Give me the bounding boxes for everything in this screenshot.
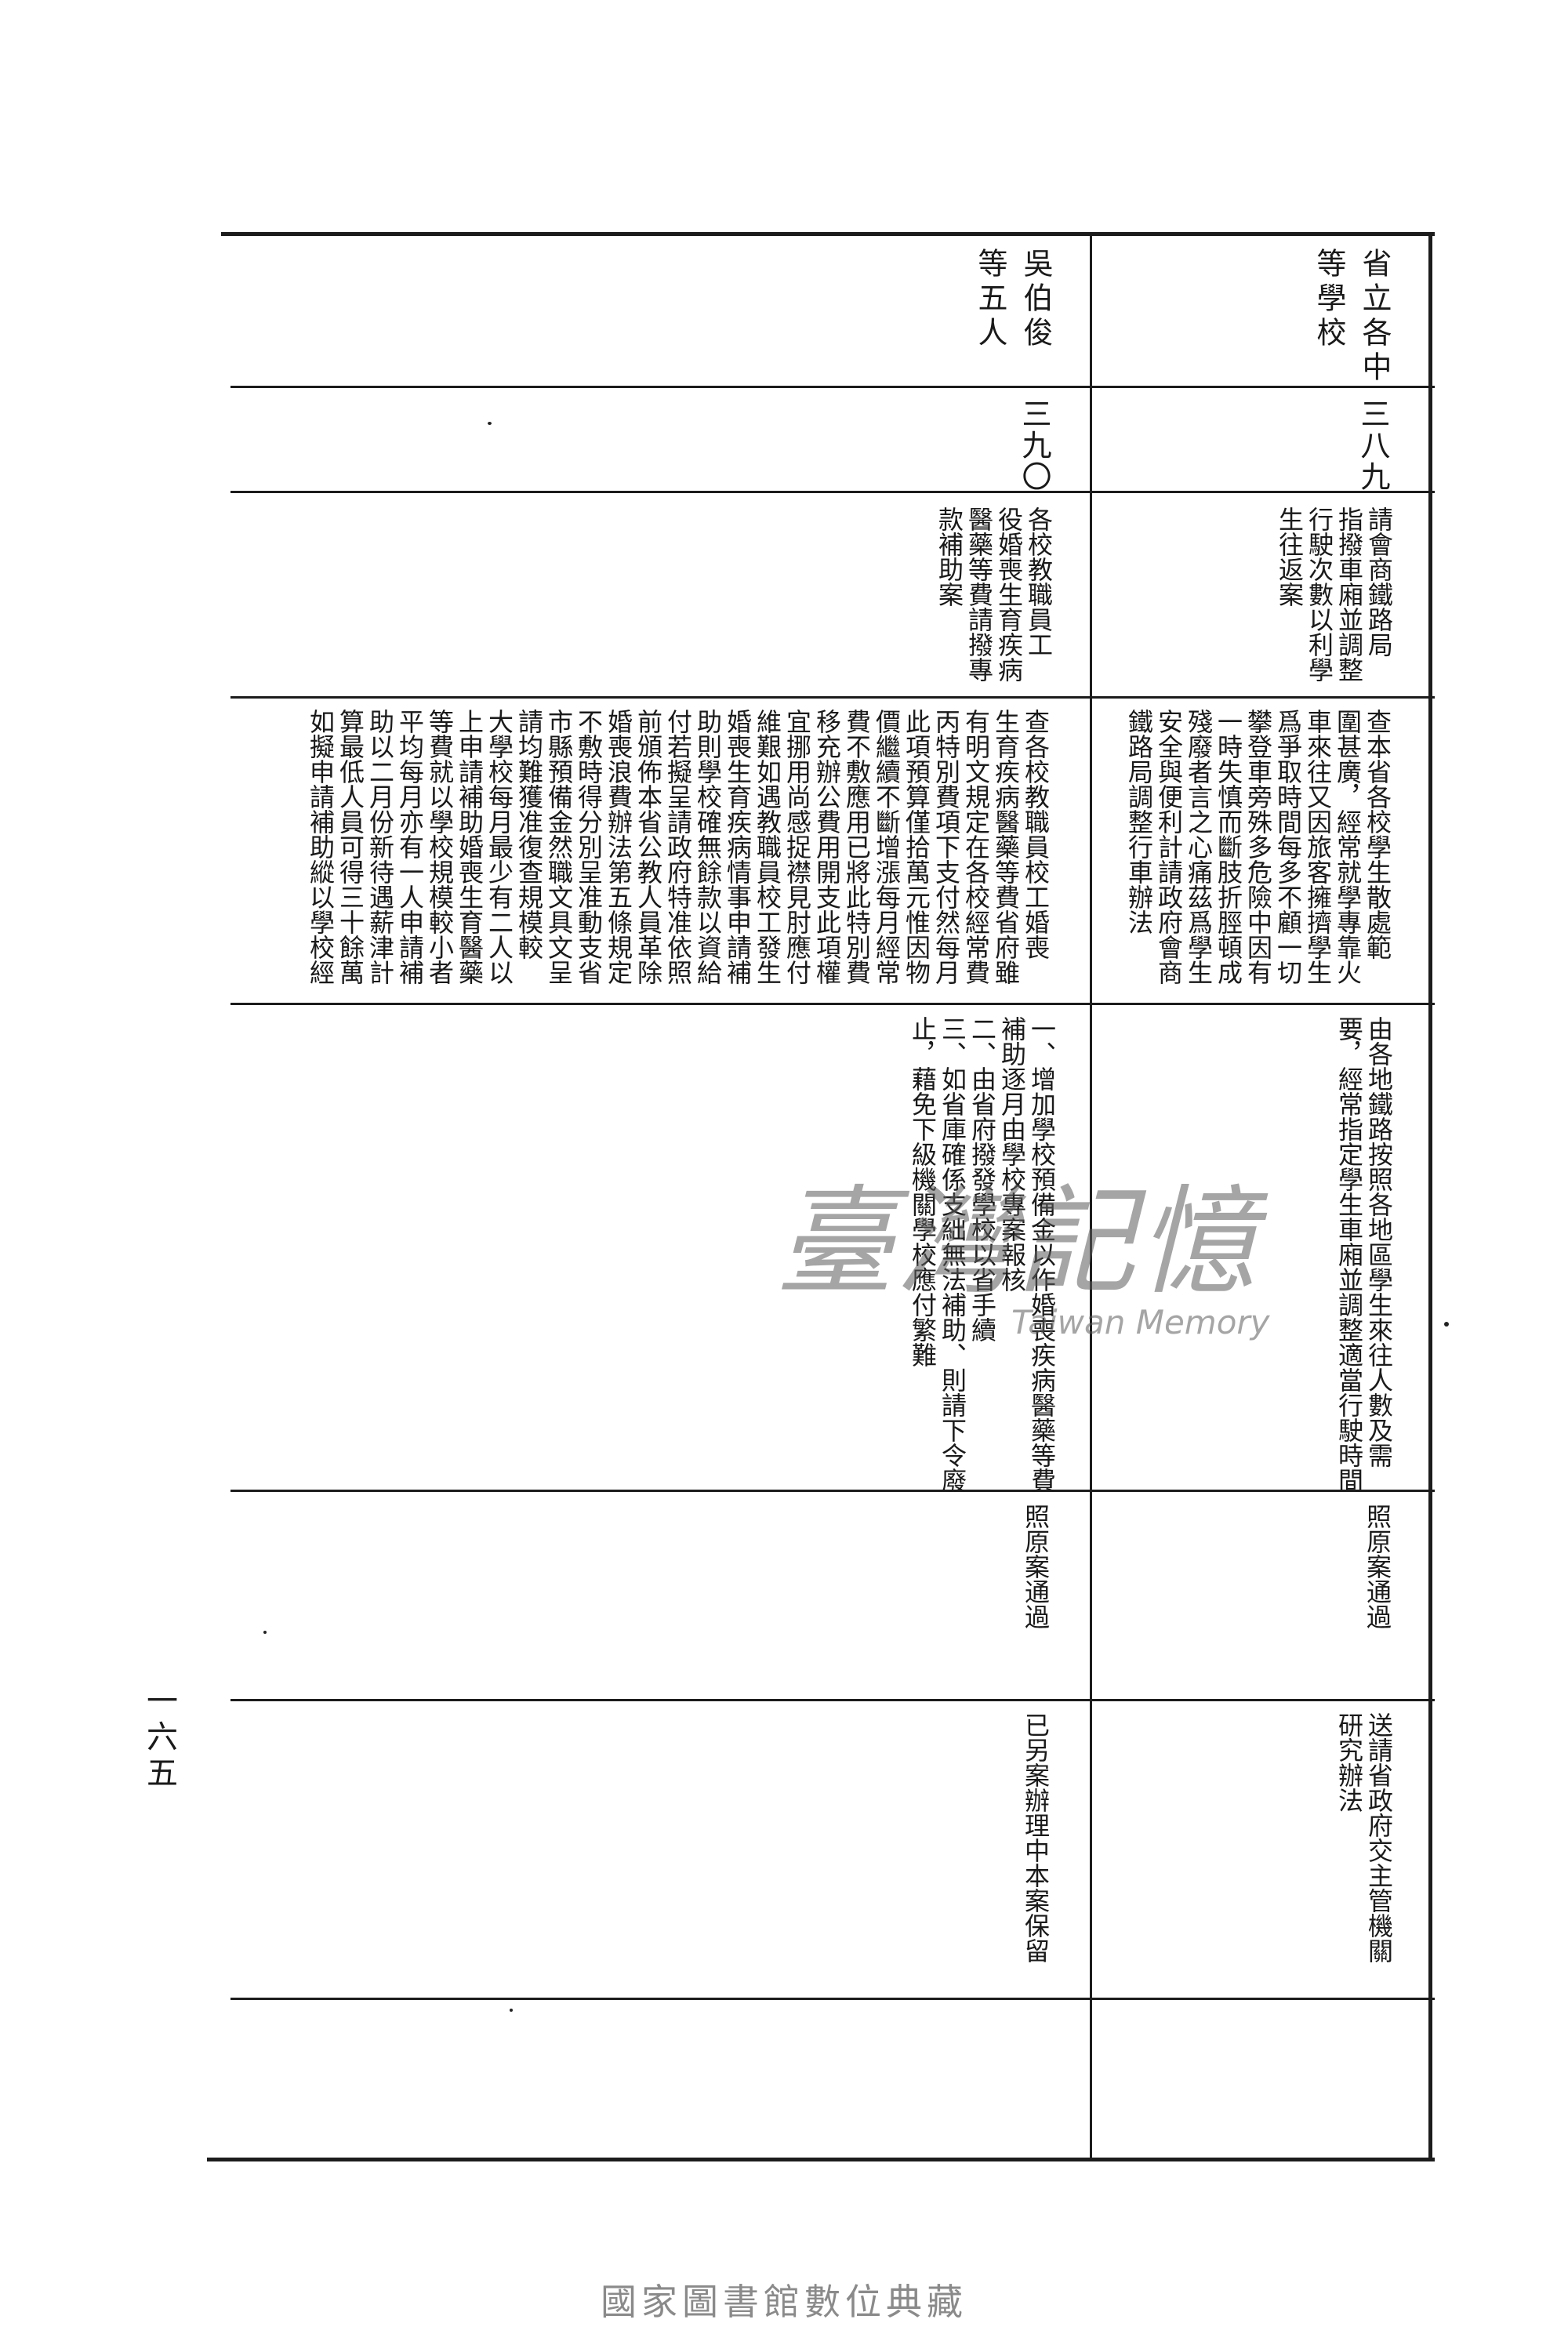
record-1-result: 送請省政府交主管機關 研究辦法 bbox=[1334, 1712, 1394, 1963]
row-rule-reason bbox=[230, 1003, 1435, 1005]
record-1-requester: 省立各中 等學校 bbox=[1312, 248, 1392, 386]
row-rule-result bbox=[230, 1998, 1435, 2000]
row-rule-requester bbox=[230, 386, 1435, 388]
record-1-measures: 由各地鐵路按照各地區學生來往人數及需 要，經常指定學生車廂並調整適當行駛時間 bbox=[1334, 1016, 1394, 1493]
scan-speck bbox=[510, 2009, 513, 2012]
record-2-measures: 一、增加學校預備金以作婚喪疾病醫藥等費 補助逐月由學校專案報核 二、由省府撥發學… bbox=[908, 1016, 1057, 1493]
footer-collection-label: 國家圖書館數位典藏 bbox=[601, 2281, 967, 2323]
record-1-reason: 查本省各校學生散處範 圍甚廣，經常就學專靠火 車來往又因旅客擁擠學生 爲爭取時間… bbox=[1124, 709, 1392, 985]
bottom-rule bbox=[207, 2158, 1435, 2161]
record-2-requester: 吳伯俊 等五人 bbox=[973, 248, 1053, 351]
right-border bbox=[1428, 232, 1432, 2161]
watermark-logo: 臺灣記憶 Taiwan Memory bbox=[776, 1176, 1278, 1356]
scan-speck bbox=[263, 1631, 267, 1634]
top-rule bbox=[221, 232, 1435, 236]
watermark-subtitle: Taiwan Memory bbox=[1011, 1303, 1270, 1341]
scan-speck bbox=[1444, 1322, 1449, 1327]
record-1-number: 三八九 bbox=[1356, 398, 1390, 492]
record-1-subject: 請會商鐵路局 指撥車廂並調整 行駛次數以利學 生往返案 bbox=[1275, 506, 1394, 682]
row-rule-subject bbox=[230, 696, 1435, 699]
page-number: 一六五 bbox=[141, 1684, 177, 1792]
record-1-review: 照原案通過 bbox=[1363, 1504, 1392, 1629]
record-2-result: 已另案辦理中本案保留 bbox=[1021, 1712, 1051, 1963]
row-rule-measures bbox=[230, 1490, 1435, 1492]
scan-speck bbox=[488, 422, 492, 425]
record-2-subject: 各校教職員工 役婚喪生育疾病 醫藥等費請撥專 款補助案 bbox=[935, 506, 1054, 682]
record-2-number: 三九〇 bbox=[1017, 398, 1051, 492]
record-divider bbox=[1090, 232, 1092, 2159]
row-rule-review bbox=[230, 1699, 1435, 1701]
record-2-review: 照原案通過 bbox=[1021, 1504, 1051, 1629]
watermark-title: 臺灣記憶 bbox=[776, 1174, 1260, 1311]
record-2-reason: 查各校教職員校工婚喪 生育疾病醫藥等費省府雖 有明文規定在各校經常費 丙特別費項… bbox=[306, 709, 1051, 985]
row-rule-number bbox=[230, 491, 1435, 493]
